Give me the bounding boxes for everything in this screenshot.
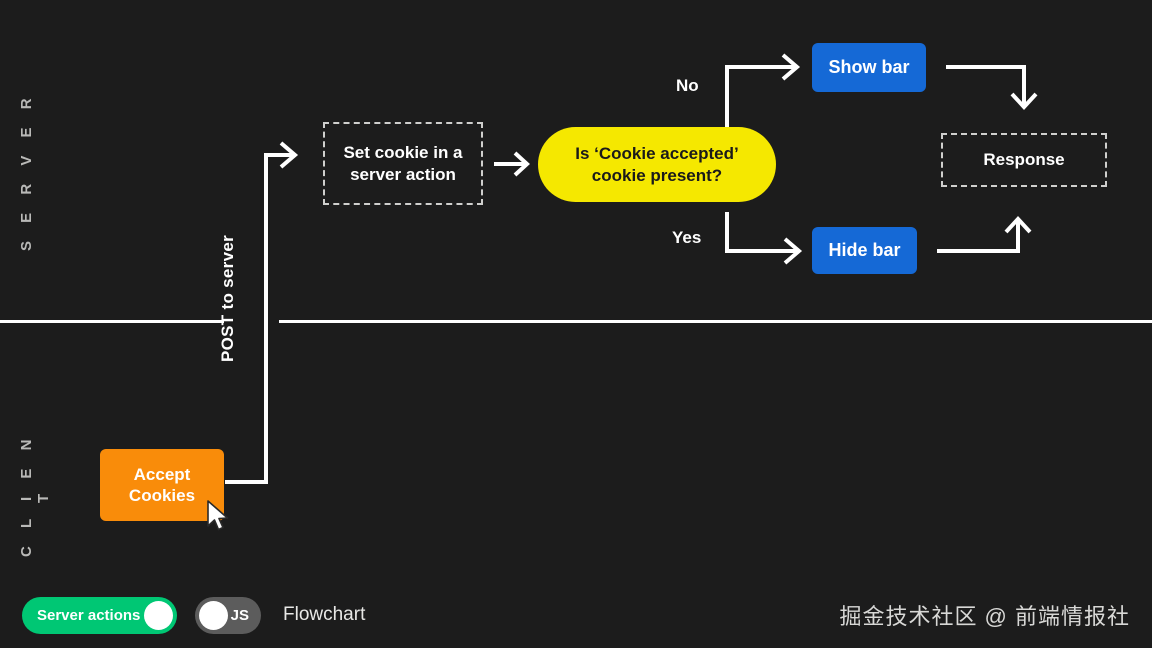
edge-label-yes: Yes xyxy=(672,228,702,247)
arrowhead-yes-branch xyxy=(783,237,803,265)
watermark: 掘金技术社区 @ 前端情报社 xyxy=(839,604,1130,629)
node-set-cookie-label: Set cookie in a server action xyxy=(343,143,463,184)
wire-showbar-to-response xyxy=(946,65,1026,108)
edge-label-no: No xyxy=(676,76,699,95)
wire-no-branch xyxy=(725,65,795,137)
lane-divider-left xyxy=(0,320,224,323)
wire-post-to-server xyxy=(225,153,292,484)
toggle-server-actions-knob[interactable] xyxy=(144,600,173,630)
lane-divider-right xyxy=(279,320,1152,323)
arrowhead-post-to-server xyxy=(279,141,299,169)
node-show-bar[interactable]: Show bar xyxy=(812,43,926,92)
toggle-js[interactable]: JS xyxy=(195,596,261,634)
arrowhead-setcookie-to-decision xyxy=(513,151,530,177)
node-set-cookie-in-server-action[interactable]: Set cookie in a server action xyxy=(323,122,483,205)
node-response[interactable]: Response xyxy=(941,133,1107,187)
arrowhead-hidebar-to-response xyxy=(1004,216,1032,234)
bottom-bar: Server actions JS Flowchart 掘金技术社区 @ 前端情… xyxy=(0,582,1152,648)
arrowhead-no-branch xyxy=(781,53,801,81)
node-decision-label: Is ‘Cookie accepted’ cookie present? xyxy=(575,144,739,185)
toggle-server-actions[interactable]: Server actions xyxy=(22,596,177,634)
mouse-cursor-icon xyxy=(207,500,229,531)
toggle-server-actions-label: Server actions xyxy=(37,606,141,624)
node-accept-cookies-button[interactable]: Accept Cookies xyxy=(100,449,224,521)
node-accept-cookies-label: Accept Cookies xyxy=(128,464,196,505)
arrowhead-showbar-to-response xyxy=(1010,92,1038,110)
node-cookie-accepted-decision[interactable]: Is ‘Cookie accepted’ cookie present? xyxy=(538,127,776,202)
diagram-caption: Flowchart xyxy=(283,604,366,625)
toggle-js-knob[interactable] xyxy=(199,600,228,630)
toggle-js-label: JS xyxy=(230,606,249,624)
wire-hidebar-to-response xyxy=(937,219,1020,253)
node-hide-bar[interactable]: Hide bar xyxy=(812,227,917,274)
wire-yes-branch xyxy=(725,212,797,253)
edge-label-post-to-server: POST to server xyxy=(218,235,237,363)
